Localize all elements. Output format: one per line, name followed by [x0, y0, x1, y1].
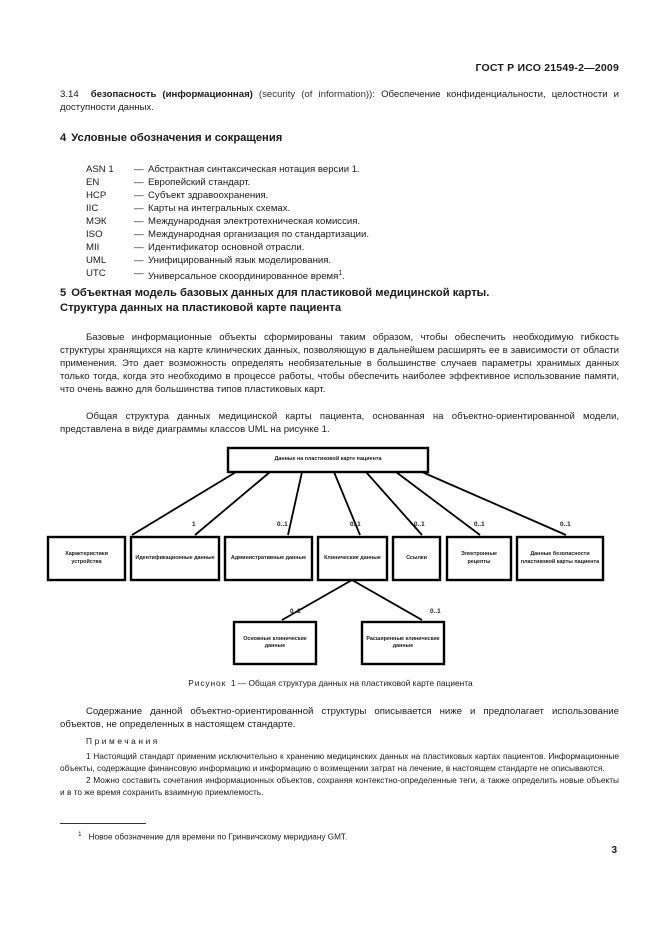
abbreviation-value: Универсальное скоординированное время [148, 271, 339, 283]
uml-node-root-box [226, 446, 430, 474]
uml-node-child-6-box [445, 535, 513, 582]
abbreviation-value: Карты на интегральных схемах. [148, 203, 291, 215]
abbreviation-value: Абстрактная синтаксическая нотация верси… [148, 164, 360, 175]
figure-caption-label: Рисунок [188, 678, 227, 688]
section-5-heading: 5 Объектная модель базовых данных для пла… [60, 286, 619, 316]
abbreviation-dash: — [134, 229, 144, 241]
term-english: (security (of information)): [258, 89, 375, 100]
section-5-title-line2: Структура данных на пластиковой карте па… [60, 302, 342, 314]
term-number: 3.14 [60, 89, 79, 100]
abbreviation-row: HCP — Субъект здравоохранения. [86, 189, 369, 202]
uml-edge-root-to-child-4 [333, 471, 361, 536]
uml-class-diagram: Данные на пластиковой карте пациента Хар… [30, 442, 631, 672]
figure-caption-number: 1 [230, 678, 236, 688]
section-5-number: 5 [60, 287, 67, 299]
abbreviation-value: Европейский стандарт. [148, 177, 251, 189]
abbreviation-key: МЭК [86, 216, 107, 228]
uml-node-child-5-box [391, 535, 442, 582]
abbreviation-value: Субъект здравоохранения. [148, 190, 269, 202]
uml-edge-root-to-child-1 [131, 471, 237, 536]
footnote: 1 Новое обозначение для времени по Гринви… [78, 829, 619, 843]
section-4-title: Условные обозначения и сокращения [71, 132, 283, 144]
uml-edge-root-to-child-3 [287, 471, 303, 536]
uml-edge-root-to-child-2 [194, 471, 271, 536]
abbreviation-list: ASN 1 — Абстрактная синтаксическая нотац… [86, 163, 369, 284]
abbreviation-row: EN — Европейский стандарт. [86, 176, 369, 189]
figure-caption-dash: — [237, 678, 247, 688]
abbreviation-key: UTC [86, 268, 106, 280]
abbreviation-value-tail: . [342, 271, 345, 283]
abbreviation-value: Унифицированный язык моделирования. [148, 255, 332, 267]
abbreviation-dash: — [134, 177, 144, 189]
uml-edge-root-to-child-7 [421, 471, 567, 536]
section-5-paragraph-1: Базовые информационные объекты сформиров… [60, 332, 619, 396]
abbreviation-value: Идентификатор основной отрасли. [148, 242, 305, 254]
abbreviation-dash: — [134, 216, 144, 228]
uml-node-grandchild-2-box [360, 620, 446, 666]
uml-node-child-1-box [46, 535, 127, 582]
notes-title: Примечания [86, 736, 160, 746]
abbreviation-dash: — [134, 203, 144, 215]
abbreviation-key: HCP [86, 190, 107, 202]
abbreviation-row: МЭК — Международная электротехническая к… [86, 215, 369, 228]
notes-body: 1 Настоящий стандарт применим исключител… [60, 751, 619, 798]
section-5-title-line1: Объектная модель базовых данных для плас… [71, 287, 490, 299]
note-item: 1 Настоящий стандарт применим исключител… [60, 751, 619, 773]
abbreviation-row: UML — Унифицированный язык моделирования… [86, 254, 369, 267]
uml-edge-root-to-child-6 [395, 471, 481, 536]
footnote-separator [60, 823, 146, 824]
abbreviation-dash: — [134, 164, 144, 175]
figure-caption-text: Общая структура данных на пластиковой ка… [248, 678, 473, 688]
section-4-heading: 4 Условные обозначения и сокращения [60, 131, 619, 146]
abbreviation-key: ASN 1 [86, 164, 114, 175]
abbreviation-row: ISO — Международная организация по станд… [86, 228, 369, 241]
document-header-standard-code: ГОСТ Р ИСО 21549-2—2009 [475, 62, 619, 74]
uml-node-grandchild-1-box [232, 620, 318, 666]
abbreviation-row: IIC — Карты на интегральных схемах. [86, 202, 369, 215]
abbreviation-key: ISO [86, 229, 103, 241]
footnote-marker: 1 [338, 270, 343, 278]
abbreviation-dash: — [134, 242, 144, 254]
abbreviation-dash: — [134, 255, 144, 267]
abbreviation-dash: — [134, 268, 144, 280]
term-name: безопасность (информационная) [90, 89, 253, 100]
uml-node-child-2-box [129, 535, 221, 582]
abbreviation-value: Международная электротехническая комисси… [148, 216, 361, 228]
abbreviation-key: UML [86, 255, 107, 267]
uml-diagram-svg [46, 446, 605, 666]
uml-node-child-3-box [223, 535, 314, 582]
term-definition-3-14: 3.14 безопасность (информационная) (secu… [60, 88, 619, 114]
abbreviation-key: IIC [86, 203, 99, 215]
figure-caption: Рисунок 1 — Общая структура данных на пл… [0, 678, 661, 688]
abbreviation-dash: — [134, 190, 144, 202]
uml-edge-root-to-child-5 [365, 471, 423, 536]
uml-node-child-4-box [316, 535, 389, 582]
abbreviation-row: UTC — Универсальное скоординированное вр… [86, 267, 369, 283]
abbreviation-row: ASN 1 — Абстрактная синтаксическая нотац… [86, 163, 369, 176]
note-item: 2 Можно составить сочетания информационн… [60, 775, 619, 797]
uml-edge-clinical-to-extended [351, 579, 423, 621]
page-number: 3 [611, 845, 617, 856]
footnote-text: Новое обозначение для времени по Гринвич… [88, 832, 348, 842]
term-definition-text: Обеспечение конфиденциальности, целостно… [60, 89, 619, 114]
uml-edge-clinical-to-basic [281, 579, 353, 621]
footnote-marker: 1 [78, 831, 82, 838]
abbreviation-key: MII [86, 242, 100, 254]
section-4-number: 4 [60, 132, 67, 144]
abbreviation-key: EN [86, 177, 100, 189]
abbreviation-value: Международная организация по стандартиза… [148, 229, 370, 241]
section-5-paragraph-2: Общая структура данных медицинской карты… [60, 411, 619, 436]
section-5-paragraph-3: Содержание данной объектно-ориентированн… [60, 706, 619, 731]
uml-node-child-7-box [515, 535, 605, 582]
abbreviation-row: MII — Идентификатор основной отрасли. [86, 241, 369, 254]
